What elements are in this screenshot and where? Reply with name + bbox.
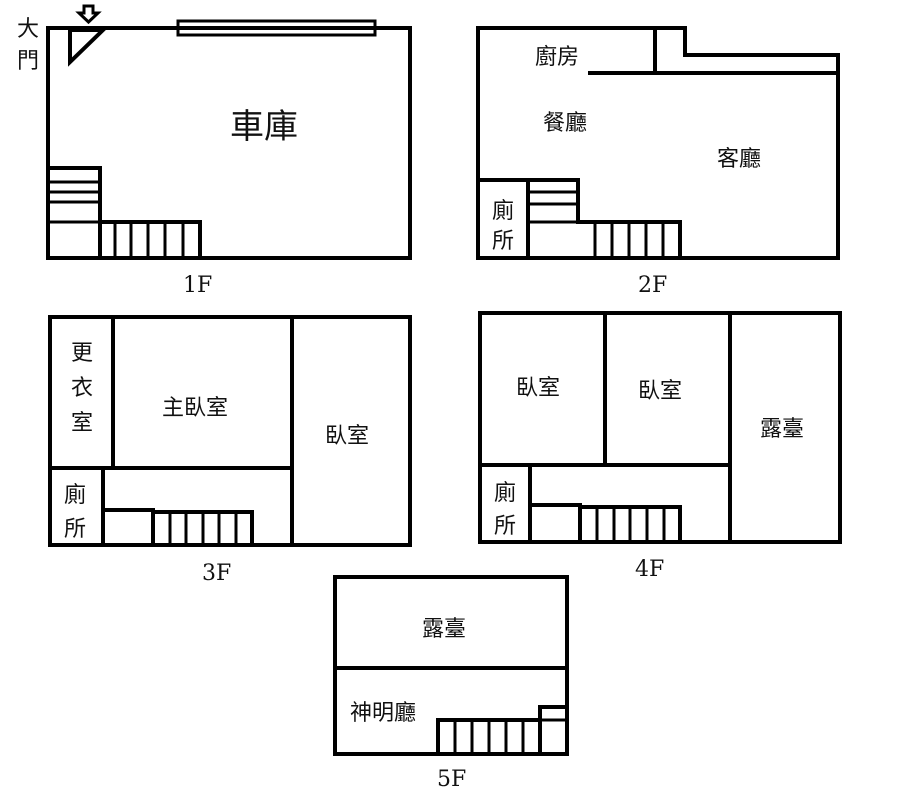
room-shrine-hall: 神明廳 <box>350 701 416 726</box>
floor-label-3f: 3F <box>202 561 231 586</box>
staircase <box>528 503 682 544</box>
staircase <box>46 166 202 260</box>
floor-2f-outline <box>476 26 840 260</box>
room-dressing: 衣 <box>71 376 93 401</box>
room-terrace: 露臺 <box>760 417 804 442</box>
room-garage: 車庫 <box>230 107 298 147</box>
room-toilet: 廁 <box>64 483 86 508</box>
room-toilet: 廁 <box>492 199 514 224</box>
floor-1f: 大 門 車庫 1F <box>17 4 412 298</box>
floor-3f-outline <box>48 315 412 547</box>
floor-4f-outline <box>478 311 842 544</box>
entrance-label: 門 <box>17 49 39 74</box>
staircase <box>526 178 682 260</box>
room-toilet: 廁 <box>494 481 516 506</box>
room-toilet: 所 <box>494 514 516 539</box>
staircase <box>101 508 254 547</box>
floor-label-1f: 1F <box>183 273 212 298</box>
floor-4f: 臥室 臥室 露臺 廁 所 4F <box>478 311 842 582</box>
floor-label-5f: 5F <box>437 767 466 792</box>
room-bedroom: 臥室 <box>638 379 682 404</box>
room-terrace: 露臺 <box>422 617 466 642</box>
entrance-label: 大 <box>17 17 39 42</box>
entrance-arrow-icon <box>75 4 102 25</box>
room-master-bedroom: 主臥室 <box>162 396 228 421</box>
room-dining: 餐廳 <box>543 111 587 136</box>
floor-2f: 廚房 餐廳 客廳 廁 所 2F <box>476 26 840 298</box>
staircase <box>436 705 569 756</box>
room-dressing: 更 <box>71 341 93 366</box>
room-toilet: 所 <box>492 229 514 254</box>
room-kitchen: 廚房 <box>535 45 579 70</box>
floor-label-4f: 4F <box>635 557 664 582</box>
room-bedroom: 臥室 <box>325 424 369 449</box>
room-bedroom: 臥室 <box>516 376 560 401</box>
room-living: 客廳 <box>717 147 761 172</box>
floor-3f: 更 衣 室 主臥室 臥室 廁 所 3F <box>48 315 412 586</box>
floor-label-2f: 2F <box>638 273 667 298</box>
room-toilet: 所 <box>64 517 86 542</box>
room-dressing: 室 <box>71 411 93 436</box>
door-swing-icon <box>68 28 108 67</box>
floor-5f: 露臺 神明廳 5F <box>333 575 569 792</box>
floor-5f-outline <box>333 575 569 756</box>
